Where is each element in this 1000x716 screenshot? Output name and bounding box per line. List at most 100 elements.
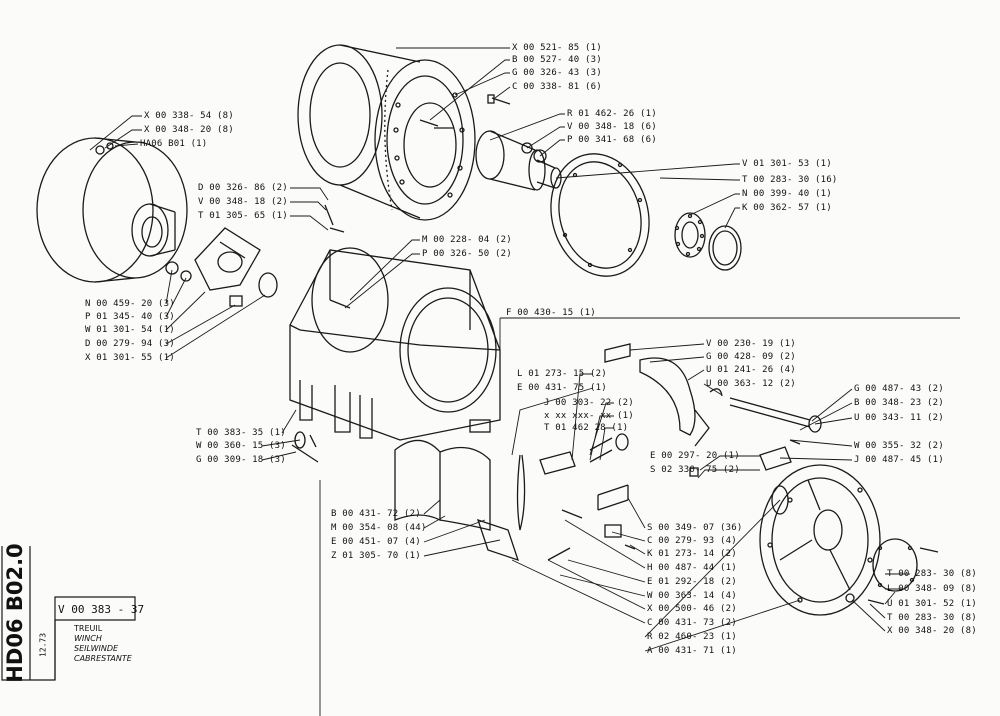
cam-shaft	[709, 388, 822, 445]
callout-label: K 01 273- 14 (2)	[647, 549, 737, 559]
title-es: CABRESTANTE	[74, 654, 132, 663]
callout-label: B 00 348- 23 (2)	[854, 398, 944, 408]
callout-label: T 00 283- 30 (8)	[887, 613, 977, 623]
callout-label: B 00 431- 72 (2)	[331, 509, 421, 519]
callout-label: HA06 B01 (1)	[140, 139, 208, 149]
flange-plug	[229, 295, 243, 307]
callout-label: X 00 521- 85 (1)	[512, 43, 602, 53]
motor-flange	[194, 227, 261, 291]
callout-label: X 00 348- 20 (8)	[887, 626, 977, 636]
brake-spring-small	[589, 437, 613, 463]
winch-drum	[297, 44, 476, 221]
brake-bracket	[476, 518, 520, 562]
callout-label: T 01 462 28 (1)	[544, 423, 629, 433]
callout-label: L 00 348- 09 (8)	[887, 584, 977, 594]
drawing-date-text: 12.73	[38, 632, 48, 658]
callout-label: X 00 338- 54 (8)	[144, 111, 234, 121]
callout-label: E 00 431- 75 (1)	[517, 383, 607, 393]
callout-label: C 00 279- 93 (4)	[647, 536, 737, 546]
callout-label: X 00 348- 20 (8)	[144, 125, 234, 135]
callout-label: V 00 230- 19 (1)	[706, 339, 796, 349]
callout-label: N 00 399- 40 (1)	[742, 189, 832, 199]
callout-label: S 02 330- 75 (2)	[650, 465, 740, 475]
cover-gasket	[550, 153, 650, 277]
callout-label: D 00 279- 94 (3)	[85, 339, 175, 349]
callout-label: H 00 487- 44 (1)	[647, 563, 737, 573]
hydraulic-motor	[36, 137, 188, 283]
title-de: SEILWINDE	[74, 644, 119, 653]
callout-label: B 00 527- 40 (3)	[512, 55, 602, 65]
drum-nut	[521, 142, 533, 154]
callout-label: U 00 363- 12 (2)	[706, 379, 796, 389]
pivot-bracket	[759, 446, 792, 471]
callout-label: Z 01 305- 70 (1)	[331, 551, 421, 561]
cover-screw	[867, 599, 885, 605]
callout-label: M 00 354- 08 (44)	[331, 523, 427, 533]
callout-label: N 00 459- 20 (3)	[85, 299, 175, 309]
callout-label: V 00 348- 18 (2)	[198, 197, 288, 207]
title-fr: TREUIL	[74, 624, 103, 633]
callout-label: T 00 283- 30 (8)	[887, 569, 977, 579]
callout-label: C 00 338- 81 (6)	[512, 82, 602, 92]
drum-shaft-hub	[475, 130, 562, 191]
brake-rod	[561, 509, 583, 519]
cam-levers	[604, 343, 710, 447]
drawing-code-text: HD06 B02.0	[3, 543, 27, 683]
callout-label: R 01 462- 26 (1)	[567, 109, 657, 119]
leader-lines	[89, 47, 960, 716]
callout-label: R 02 460- 23 (1)	[647, 632, 737, 642]
drawing-date: 12.73	[36, 625, 50, 665]
brake-pin	[547, 547, 571, 561]
callout-label: C 00 431- 73 (2)	[647, 618, 737, 628]
callout-label: G 00 487- 43 (2)	[854, 384, 944, 394]
brake-lever	[539, 451, 576, 475]
oil-seal	[771, 485, 789, 515]
callout-label: W 00 360- 15 (3)	[196, 441, 286, 451]
callout-label: W 00 363- 14 (4)	[647, 591, 737, 601]
callout-label: A 00 431- 71 (1)	[647, 646, 737, 656]
brake-ring	[615, 433, 629, 451]
callout-label: J 00 487- 45 (1)	[854, 455, 944, 465]
callout-label: T 01 305- 65 (1)	[198, 211, 288, 221]
callout-label: W 00 355- 32 (2)	[854, 441, 944, 451]
callout-label: V 01 301- 53 (1)	[742, 159, 832, 169]
flange-nut	[165, 261, 179, 275]
brake-spring	[597, 484, 629, 511]
callout-label: F 00 430- 15 (1)	[506, 308, 596, 318]
callout-label: T 00 383- 35 (1)	[196, 428, 286, 438]
callout-label: x xx xxx- xx (1)	[544, 411, 634, 421]
callout-label: G 00 326- 43 (3)	[512, 68, 602, 78]
callout-label: E 00 451- 07 (4)	[331, 537, 421, 547]
callout-label: U 00 343- 11 (2)	[854, 413, 944, 423]
shackle-pin	[291, 431, 319, 463]
callout-label: X 00 500- 46 (2)	[647, 604, 737, 614]
callout-label: J 00 303- 22 (2)	[544, 398, 634, 408]
brake-screw	[624, 544, 636, 550]
callout-label: G 00 309- 18 (3)	[196, 455, 286, 465]
callout-label: K 00 362- 57 (1)	[742, 203, 832, 213]
callout-label: M 00 228- 04 (2)	[422, 235, 512, 245]
seal-ring	[708, 225, 742, 271]
callout-label: L 01 273- 15 (2)	[517, 369, 607, 379]
brake-arm	[516, 454, 526, 531]
callout-label: E 01 292- 18 (2)	[647, 577, 737, 587]
callout-label: V 00 348- 18 (6)	[567, 122, 657, 132]
part-reference: V 00 383 - 37	[58, 603, 145, 616]
callout-label: U 01 241- 26 (4)	[706, 365, 796, 375]
callout-label: X 01 301- 55 (1)	[85, 353, 175, 363]
end-cover-plate	[872, 538, 918, 592]
flange-cap	[258, 272, 278, 298]
callout-label: P 00 326- 50 (2)	[422, 249, 512, 259]
callout-label: E 00 297- 20 (1)	[650, 451, 740, 461]
title-en: WINCH	[74, 634, 102, 643]
cover-washer	[845, 593, 855, 603]
callout-label: D 00 326- 86 (2)	[198, 183, 288, 193]
title-block	[1, 546, 136, 681]
bearing	[674, 212, 706, 258]
brake-block	[469, 419, 491, 433]
callout-label: S 00 349- 07 (36)	[647, 523, 743, 533]
callout-label: G 00 428- 09 (2)	[706, 352, 796, 362]
frame-housing	[289, 247, 501, 441]
